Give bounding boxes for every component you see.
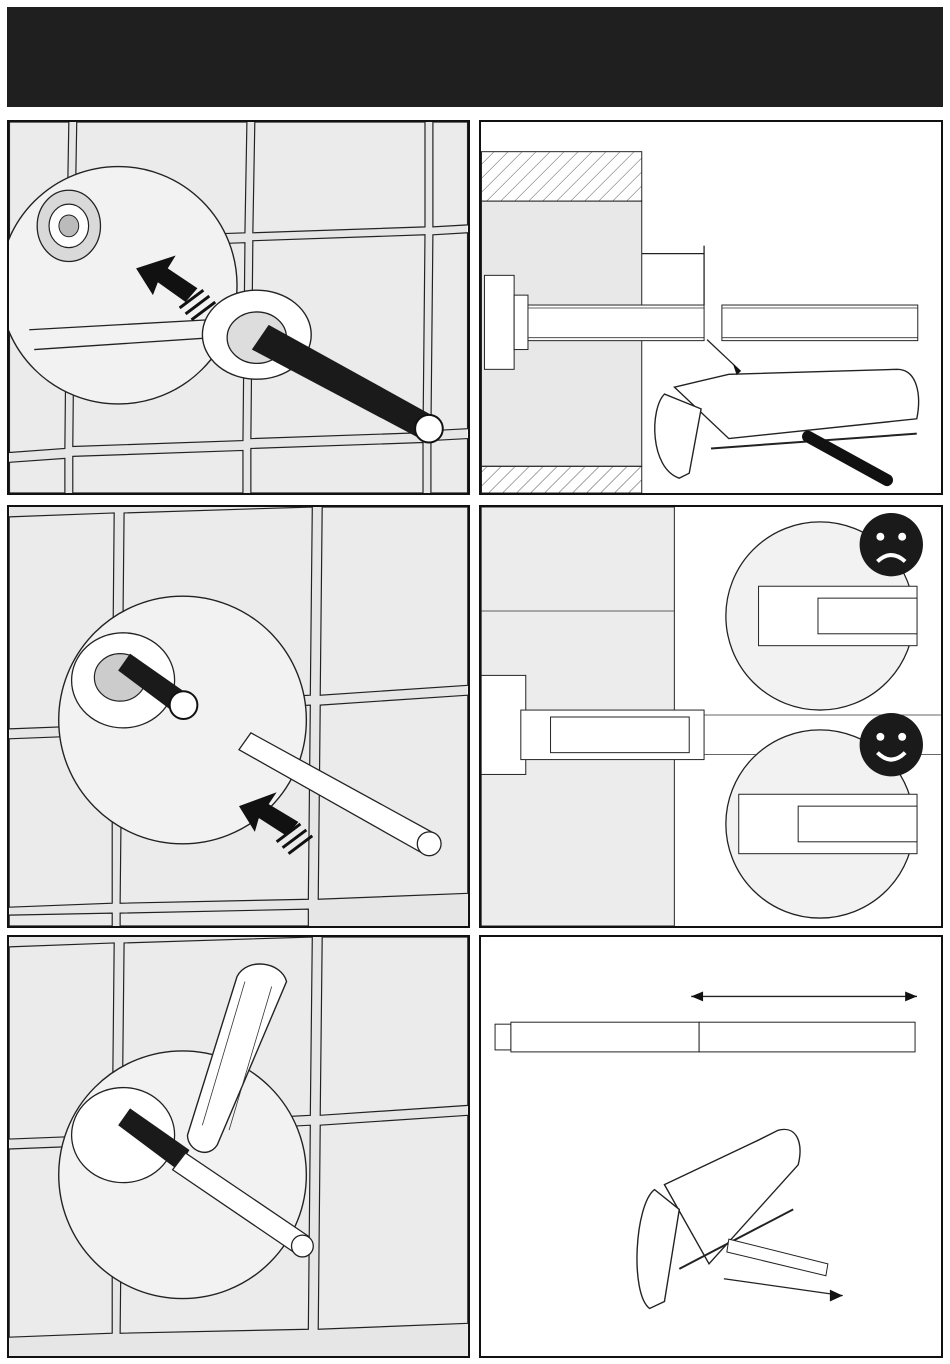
illustration-insert-extension — [9, 122, 468, 493]
panel-step-5 — [7, 935, 470, 1358]
extension-pipe — [528, 305, 704, 341]
illustration-insert-rod — [9, 507, 468, 926]
illustration-cut-extension — [481, 122, 941, 493]
sad-face-icon — [860, 513, 923, 576]
wall-opening — [9, 167, 237, 404]
illustration-fitting-comparison — [481, 507, 941, 926]
rod-section — [511, 1022, 699, 1052]
header-bar — [7, 7, 943, 107]
panel-step-1 — [7, 120, 470, 495]
panel-step-2 — [479, 120, 943, 495]
hacksaw-icon — [655, 369, 919, 480]
happy-face-icon — [860, 713, 923, 776]
cut-pipe-segment — [722, 305, 918, 341]
panel-step-3 — [7, 505, 470, 928]
panel-step-6 — [479, 935, 943, 1358]
panel-step-4 — [479, 505, 943, 928]
illustration-insert-lever — [9, 937, 468, 1356]
hacksaw-icon — [637, 1129, 828, 1308]
illustration-cut-rod — [481, 937, 941, 1356]
cut-rod-section — [699, 1022, 915, 1052]
